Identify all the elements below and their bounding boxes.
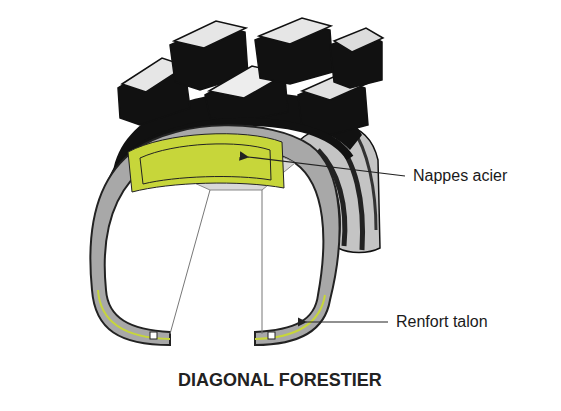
caption: DIAGONAL FORESTIER xyxy=(178,370,382,392)
part-label: Nappes acier xyxy=(413,166,507,185)
leader-line xyxy=(248,157,405,176)
part-label: Renfort talon xyxy=(396,312,488,331)
leader-line xyxy=(306,321,388,322)
